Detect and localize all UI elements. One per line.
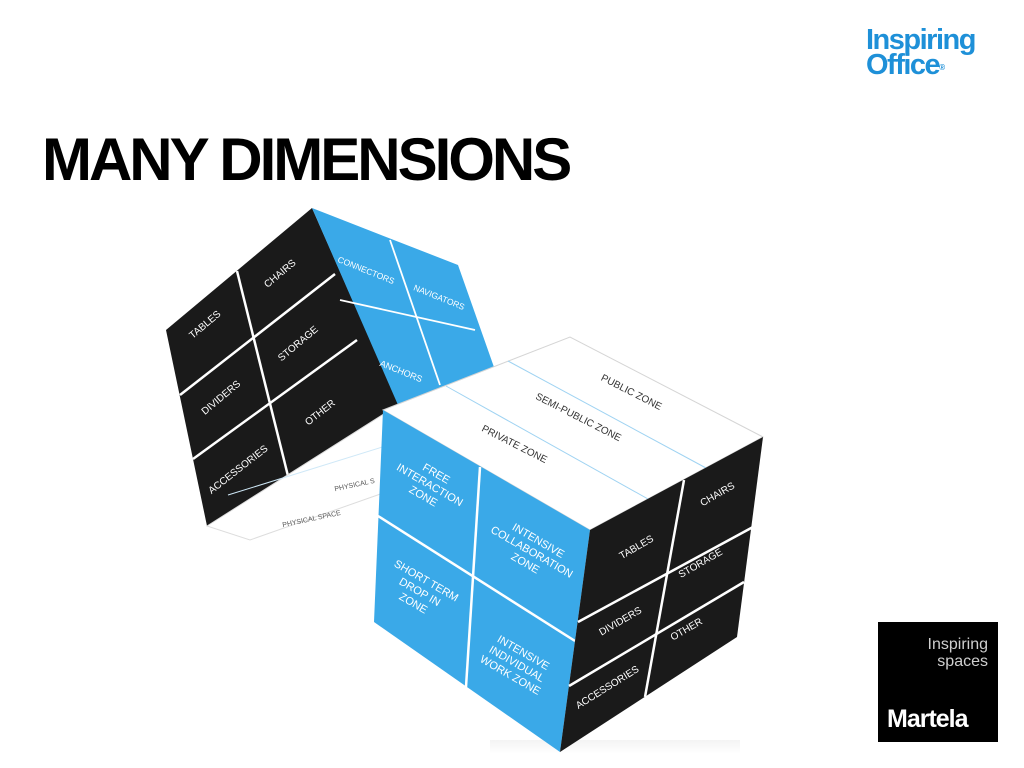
back-cube: TABLES CHAIRS DIVIDERS STORAGE ACCESSORI…: [166, 208, 495, 541]
martela-badge: Inspiring spaces Martela: [878, 622, 998, 742]
logo-line-2: Office®: [866, 51, 1006, 80]
back-cube-roles-face: [312, 208, 495, 405]
badge-brand: Martela: [887, 705, 969, 733]
registered-mark: ®: [939, 63, 946, 72]
floor-shadow: [490, 740, 740, 754]
inspiring-office-logo: Inspiring Office®: [866, 24, 1006, 80]
front-cube-zones-lines: [445, 360, 707, 500]
logo-line-2-text: Office: [866, 49, 941, 81]
front-cube-furniture-grid: [568, 479, 754, 698]
back-cube-furniture-face: [166, 208, 400, 526]
badge-tagline-line-2: spaces: [937, 653, 988, 670]
front-cube: PUBLIC ZONE SEMI-PUBLIC ZONE PRIVATE ZON…: [374, 336, 765, 752]
slide-title: MANY DIMENSIONS: [42, 126, 572, 193]
badge-tagline-line-1: Inspiring: [927, 636, 988, 653]
front-cube-furniture-face: [560, 437, 763, 752]
back-cube-roles-grid: [339, 239, 476, 386]
front-cube-work-zones-grid: [377, 466, 576, 688]
logo-line-1: Inspiring: [866, 24, 976, 56]
back-cube-furniture-grid: [179, 270, 358, 481]
badge-tagline: Inspiring spaces: [928, 636, 988, 670]
